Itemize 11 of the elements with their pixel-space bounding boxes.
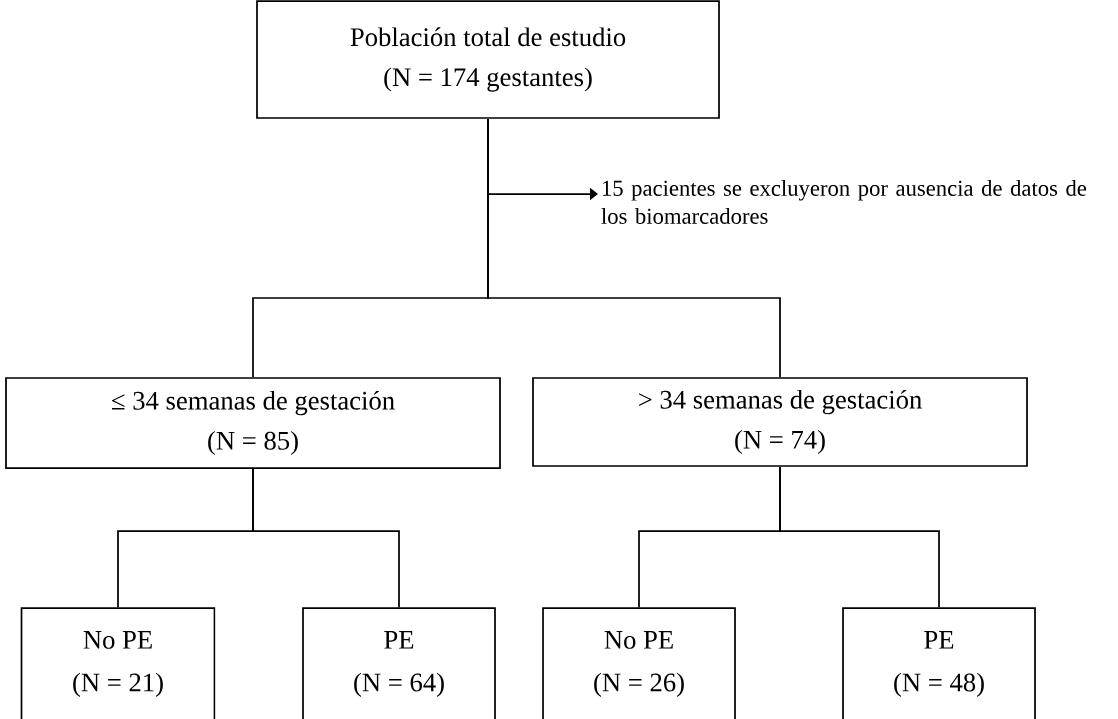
flow-box: Población total de estudio (N = 174 gestantes) bbox=[256, 0, 720, 119]
connector bbox=[252, 468, 400, 608]
flow-box: > 34 semanas de gestación (N = 74) bbox=[532, 377, 1028, 467]
flow-box: PE (N = 64) bbox=[302, 607, 496, 719]
flow-box: No PE (N = 21) bbox=[20, 607, 216, 719]
connector bbox=[779, 466, 940, 608]
flow-box: ≤ 34 semanas de gestación (N = 85) bbox=[5, 377, 501, 469]
flow-box: PE (N = 48) bbox=[842, 607, 1036, 719]
exclusion-note: 15 pacientes se excluyeron por ausencia de datos de los biomarcadores bbox=[601, 179, 1087, 224]
flow-box: No PE (N = 26) bbox=[542, 607, 736, 719]
connector bbox=[487, 118, 781, 378]
